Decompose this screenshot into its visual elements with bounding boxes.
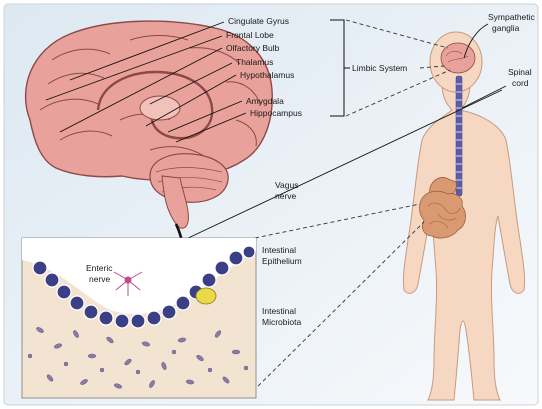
label-frontal-lobe: Frontal Lobe	[226, 30, 274, 40]
epithelial-cell	[33, 261, 47, 275]
label-epithelium-line1: Intestinal	[262, 245, 296, 255]
microbe	[172, 350, 176, 354]
epithelial-cell	[202, 273, 216, 287]
epithelial-cell	[45, 273, 59, 287]
thalamus-shape	[140, 96, 180, 120]
spinal-cord	[456, 76, 462, 196]
intestinal-section	[22, 238, 256, 398]
microbe	[88, 354, 96, 358]
enteroendocrine-cell	[196, 288, 216, 304]
epithelial-cell	[57, 285, 71, 299]
epithelial-cell	[229, 251, 243, 265]
label-spinal-cord-line2: cord	[512, 78, 529, 88]
label-amygdala: Amygdala	[246, 96, 284, 106]
label-olfactory-bulb: Olfactory Bulb	[226, 43, 280, 53]
enteric-nerve-body	[125, 277, 131, 283]
epithelial-cell	[176, 296, 190, 310]
epithelial-cell	[147, 311, 161, 325]
microbe	[28, 354, 32, 358]
label-cingulate-gyrus: Cingulate Gyrus	[228, 16, 289, 26]
epithelial-cell	[99, 311, 113, 325]
label-sympathetic-line2: ganglia	[492, 23, 520, 33]
epithelial-cell	[84, 305, 98, 319]
label-vagus-line1: Vagus	[275, 180, 298, 190]
label-sympathetic-line1: Sympathetic	[488, 12, 536, 22]
label-thalamus: Thalamus	[236, 57, 273, 67]
label-enteric-line1: Enteric	[86, 263, 113, 273]
microbe	[232, 350, 240, 354]
microbe	[136, 370, 140, 374]
label-hippocampus: Hippocampus	[250, 108, 302, 118]
microbe	[64, 362, 68, 366]
label-enteric-line2: nerve	[89, 274, 111, 284]
label-spinal-cord-line1: Spinal	[508, 67, 532, 77]
label-limbic-system: Limbic System	[352, 63, 407, 73]
label-microbiota-line2: Microbiota	[262, 317, 301, 327]
epithelial-cell	[115, 314, 129, 328]
microbe	[244, 366, 248, 370]
label-hypothalamus: Hypothalamus	[240, 70, 294, 80]
label-microbiota-line1: Intestinal	[262, 306, 296, 316]
microbe	[208, 368, 212, 372]
epithelial-cell	[70, 296, 84, 310]
epithelial-cell	[215, 261, 229, 275]
microbe	[100, 368, 104, 372]
epithelial-cell	[131, 314, 145, 328]
head-brain	[441, 43, 475, 73]
label-epithelium-line2: Epithelium	[262, 256, 302, 266]
epithelial-cell	[162, 305, 176, 319]
epithelial-cell	[243, 246, 255, 258]
